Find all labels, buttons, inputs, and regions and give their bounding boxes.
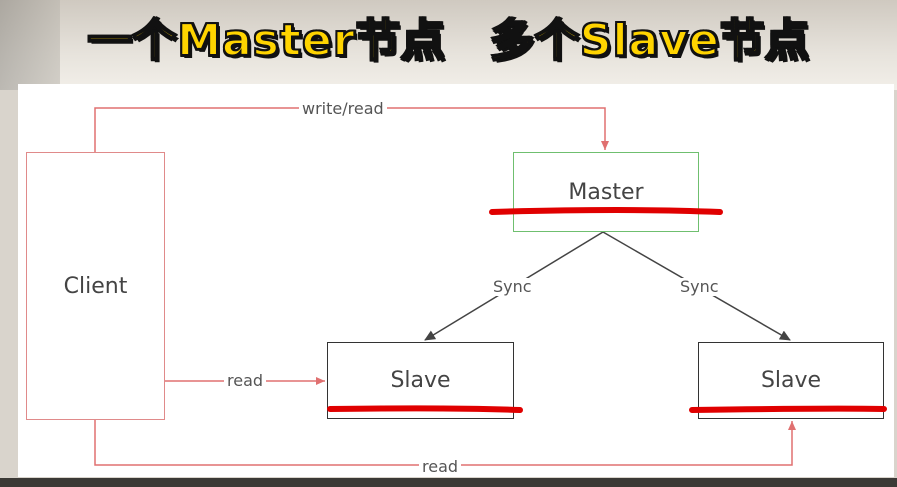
- label-sync-right: Sync: [677, 278, 722, 296]
- title-part-master: 一个Master节点: [86, 14, 446, 67]
- label-read-left: read: [224, 372, 267, 390]
- video-caption-title: 一个Master节点 多个Slave节点: [0, 6, 897, 76]
- underline-slave-left: [327, 405, 523, 413]
- underline-slave-right: [689, 405, 887, 413]
- background-room: [0, 0, 897, 90]
- master-node: Master: [513, 152, 699, 232]
- underline-master: [489, 207, 723, 215]
- background-floor: [0, 478, 897, 487]
- client-node: Client: [26, 152, 165, 420]
- title-part-slave: 多个Slave节点: [489, 14, 810, 67]
- background-stand: [0, 0, 60, 90]
- label-sync-left: Sync: [490, 278, 535, 296]
- label-write-read: write/read: [299, 100, 387, 118]
- label-read-bottom: read: [419, 458, 462, 476]
